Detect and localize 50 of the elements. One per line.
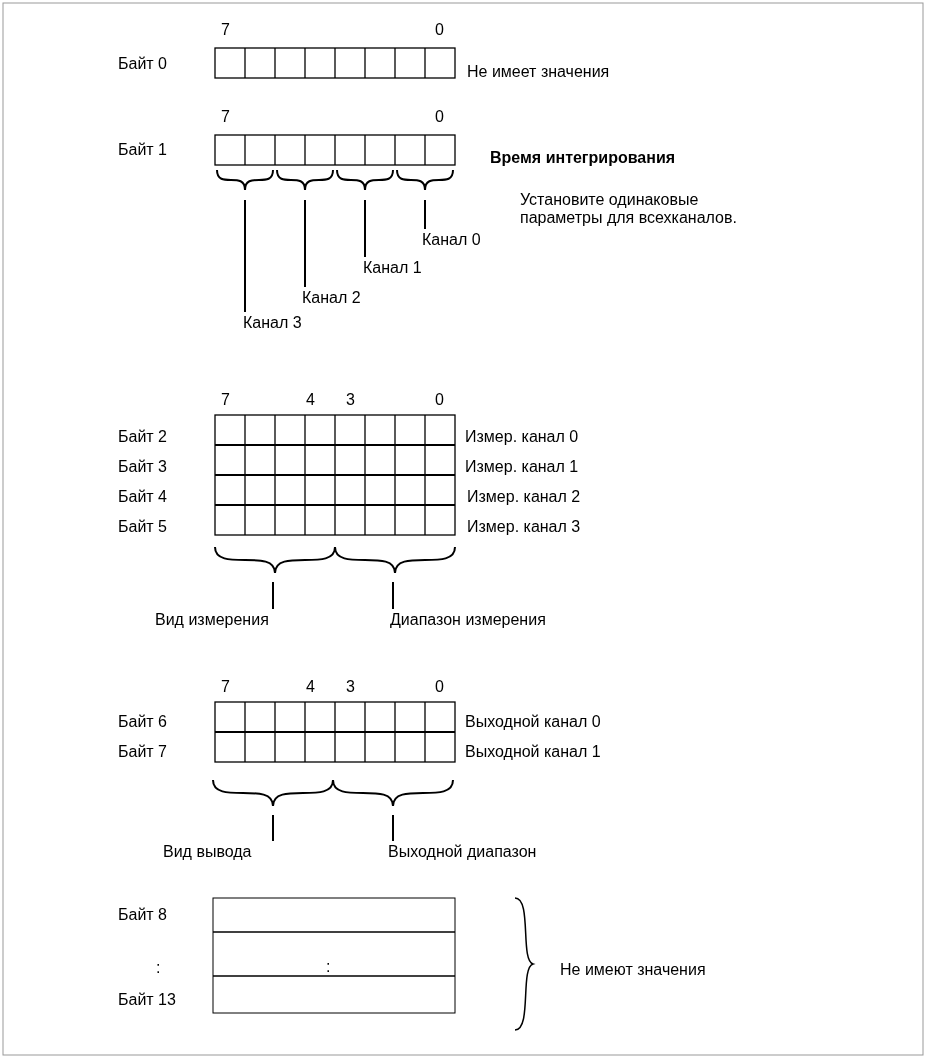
bit-number: 7: [221, 108, 230, 126]
bit-number: 7: [221, 678, 230, 696]
note-text: Установите одинаковые параметры для всехканалов.: [520, 191, 738, 227]
byte-label: Байт 13: [118, 991, 176, 1009]
bit-number: 3: [346, 678, 355, 696]
leader-line: [392, 581, 394, 610]
bit-number: 4: [306, 678, 315, 696]
byte-label: Байт 6: [118, 713, 167, 731]
byte-label: Байт 1: [118, 141, 167, 159]
bit-number: 4: [306, 391, 315, 409]
ellipsis-mark: :: [326, 958, 331, 976]
field-description: Измер. канал 0: [465, 428, 579, 446]
byte-label: Байт 0: [118, 55, 167, 73]
byte-label: Байт 3: [118, 458, 167, 476]
bit-number: 0: [435, 21, 444, 39]
field-description: Не имеет значения: [467, 63, 610, 81]
leader-line: [272, 581, 274, 610]
bit-number: 0: [435, 108, 444, 126]
field-label: Канал 3: [243, 314, 302, 332]
leader-line: [272, 814, 274, 842]
leader-line: [424, 199, 426, 230]
field-description: Измер. канал 1: [465, 458, 579, 476]
leader-line: [392, 814, 394, 842]
field-label: Канал 0: [422, 231, 481, 249]
field-description: Не имеют значения: [560, 961, 706, 979]
ellipsis-mark: :: [156, 959, 161, 977]
leader-line: [364, 199, 366, 258]
byte-label: Байт 8: [118, 906, 167, 924]
section-heading: Время интегрирования: [490, 149, 676, 167]
bit-number: 7: [221, 391, 230, 409]
field-label: Вид измерения: [155, 611, 269, 629]
field-label: Выходной диапазон: [388, 843, 537, 861]
bit-number: 7: [221, 21, 230, 39]
field-description: Измер. канал 2: [467, 488, 581, 506]
field-description: Выходной канал 0: [465, 713, 601, 731]
field-label: Диапазон измерения: [390, 611, 546, 629]
field-label: Вид вывода: [163, 843, 252, 861]
field-label: Канал 1: [363, 259, 422, 277]
bit-number: 0: [435, 391, 444, 409]
field-label: Канал 2: [302, 289, 361, 307]
byte-label: Байт 2: [118, 428, 167, 446]
field-description: Измер. канал 3: [467, 518, 581, 536]
byte-label: Байт 5: [118, 518, 167, 536]
field-description: Выходной канал 1: [465, 743, 601, 761]
leader-line: [244, 199, 246, 313]
byte-label: Байт 4: [118, 488, 167, 506]
leader-line: [304, 199, 306, 288]
byte-label: Байт 7: [118, 743, 167, 761]
bit-number: 3: [346, 391, 355, 409]
bit-number: 0: [435, 678, 444, 696]
